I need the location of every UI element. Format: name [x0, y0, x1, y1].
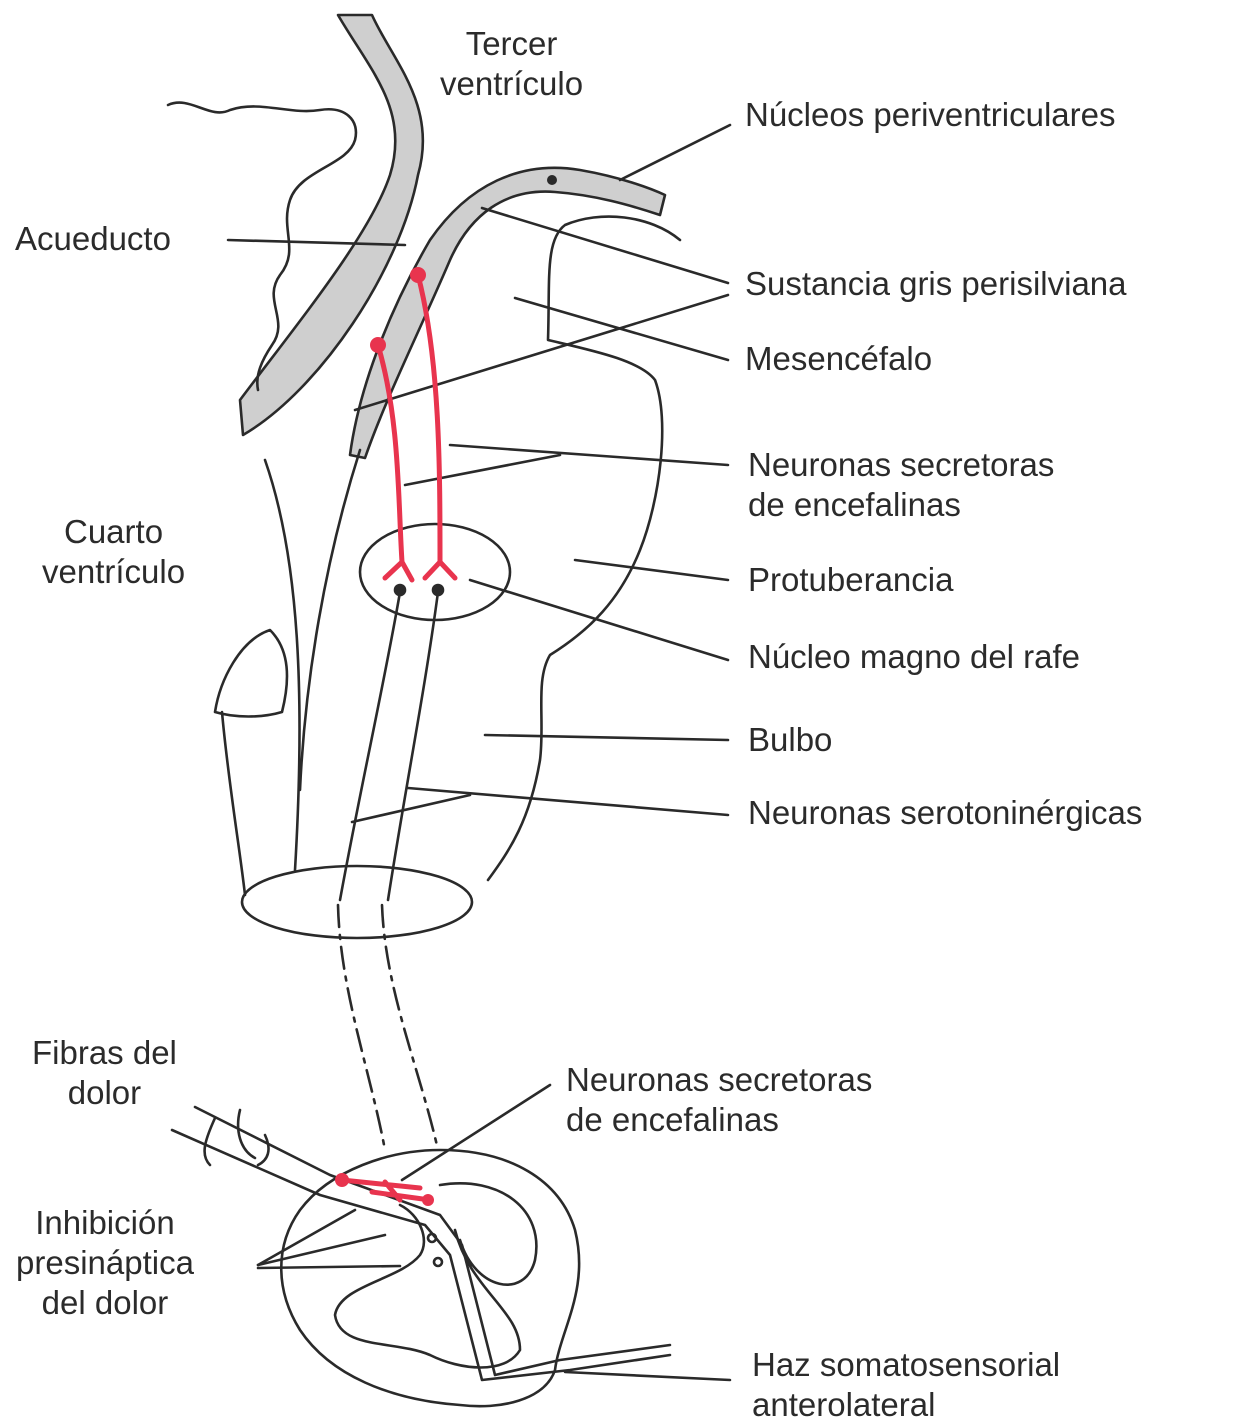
descending-tract-right — [382, 905, 438, 1150]
medulla-cross-section — [242, 866, 472, 938]
label-neuronas-serotoninergicas: Neuronas serotoninérgicas — [748, 793, 1142, 833]
leader-inhibicion-2 — [258, 1235, 385, 1265]
leader-neuronas-encefalinas-top-2 — [405, 455, 560, 485]
label-cuarto-ventriculo-line1: Cuarto — [42, 512, 185, 552]
label-inhibicion: Inhibición presináptica del dolor — [16, 1203, 194, 1323]
leader-sustancia-gris-1 — [482, 208, 728, 283]
label-neuronas-encefalinas-top: Neuronas secretoras de encefalinas — [748, 445, 1054, 525]
enkephalin-soma-right — [410, 267, 426, 283]
spinal-cord-outline — [281, 1150, 579, 1406]
label-tercer-ventriculo-line1: Tercer — [440, 24, 583, 64]
fourth-ventricle-line-left — [265, 460, 300, 870]
enkephalin-neuron-spinal — [342, 1180, 430, 1200]
label-sustancia-gris: Sustancia gris perisilviana — [745, 264, 1127, 304]
label-protuberancia: Protuberancia — [748, 560, 953, 600]
label-inhibicion-line1: Inhibición — [16, 1203, 194, 1243]
synapse-dot-2 — [434, 1258, 442, 1266]
pain-fiber-sprigs — [205, 1110, 269, 1165]
leader-bulbo — [485, 735, 728, 740]
label-neuronas-encefalinas-bottom-line1: Neuronas secretoras — [566, 1060, 872, 1100]
enkephalin-soma-spinal — [335, 1173, 349, 1187]
enkephalin-soma-left — [370, 337, 386, 353]
label-nucleo-magno: Núcleo magno del rafe — [748, 637, 1080, 677]
descending-tract-left — [338, 905, 385, 1150]
label-fibras-dolor: Fibras del dolor — [32, 1033, 177, 1113]
label-cuarto-ventriculo-line2: ventrículo — [42, 552, 185, 592]
serotonergic-soma-right — [433, 585, 443, 595]
label-bulbo: Bulbo — [748, 720, 832, 760]
leader-nucleos-periventriculares — [620, 125, 730, 180]
serotonergic-axon-left — [340, 592, 400, 900]
periventricular-nucleus-dot — [547, 175, 557, 185]
label-inhibicion-line2: presináptica — [16, 1243, 194, 1283]
synapse-dot-1 — [428, 1234, 436, 1242]
leader-haz — [565, 1372, 730, 1380]
cerebellar-peduncle — [215, 630, 287, 895]
label-acueducto: Acueducto — [15, 219, 171, 259]
enkephalin-terminal-spinal — [422, 1194, 434, 1206]
label-tercer-ventriculo: Tercer ventrículo — [440, 24, 583, 104]
label-neuronas-encefalinas-top-line1: Neuronas secretoras — [748, 445, 1054, 485]
label-tercer-ventriculo-line2: ventrículo — [440, 64, 583, 104]
label-haz-line1: Haz somatosensorial — [752, 1345, 1060, 1385]
leader-nucleo-magno — [470, 580, 728, 660]
label-mesencefalo: Mesencéfalo — [745, 339, 932, 379]
label-neuronas-encefalinas-top-line2: de encefalinas — [748, 485, 1054, 525]
serotonergic-axon-right — [388, 592, 438, 900]
spinal-gray-matter — [335, 1183, 536, 1367]
label-haz: Haz somatosensorial anterolateral — [752, 1345, 1060, 1425]
serotonergic-soma-left — [395, 585, 405, 595]
leader-serotoninergicas-1 — [408, 788, 728, 815]
label-haz-line2: anterolateral — [752, 1385, 1060, 1425]
leader-inhibicion-1 — [258, 1210, 355, 1265]
leader-serotoninergicas-2 — [352, 795, 470, 822]
label-inhibicion-line3: del dolor — [16, 1283, 194, 1323]
label-neuronas-encefalinas-bottom: Neuronas secretoras de encefalinas — [566, 1060, 872, 1140]
label-fibras-dolor-line2: dolor — [32, 1073, 177, 1113]
label-neuronas-encefalinas-bottom-line2: de encefalinas — [566, 1100, 872, 1140]
leader-neuronas-encefalinas-top-1 — [450, 445, 728, 465]
fourth-ventricle-line-right — [300, 450, 360, 790]
midbrain-outline — [488, 217, 680, 880]
label-cuarto-ventriculo: Cuarto ventrículo — [42, 512, 185, 592]
label-fibras-dolor-line1: Fibras del — [32, 1033, 177, 1073]
leader-inhibicion-3 — [258, 1266, 400, 1268]
label-nucleos-periventriculares: Núcleos periventriculares — [745, 95, 1116, 135]
leader-protuberancia — [575, 560, 728, 580]
